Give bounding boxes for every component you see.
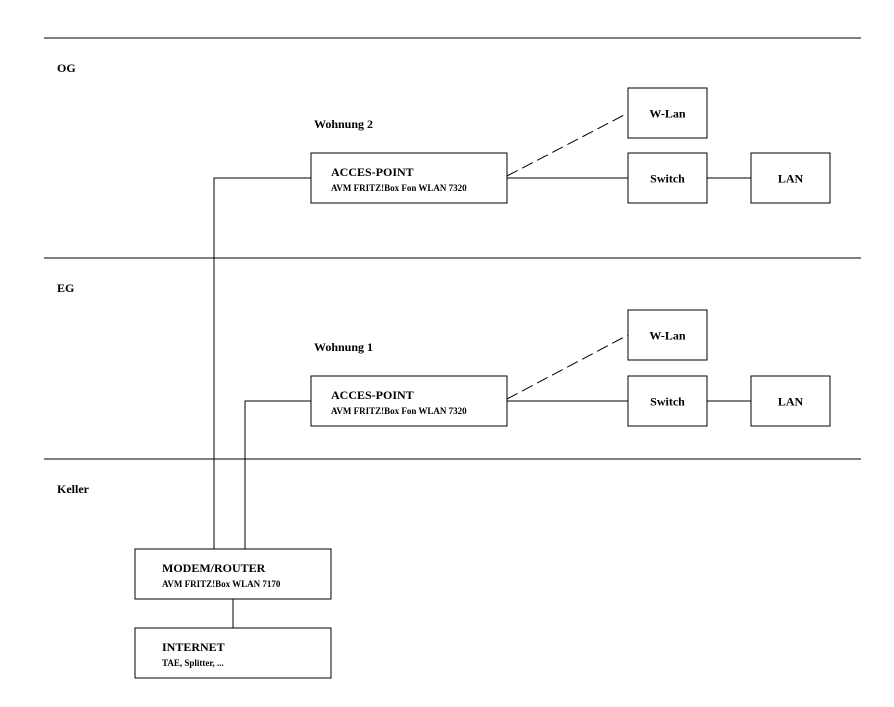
access-point-title: ACCES-POINT (331, 165, 414, 179)
switch-node-wohnung-2: Switch (627, 152, 708, 204)
access-point-model: AVM FRITZ!Box Fon WLAN 7320 (331, 406, 467, 416)
lan-node-wohnung-1: LAN (750, 375, 831, 427)
wireless-link-ap1-wlan (506, 334, 629, 400)
lan-node-wohnung-2: LAN (750, 152, 831, 204)
modem-router-node: MODEM/ROUTER AVM FRITZ!Box WLAN 7170 (134, 548, 332, 600)
cable-router-to-ap1 (244, 400, 311, 549)
access-point-title: ACCES-POINT (331, 388, 414, 402)
modem-router-title: MODEM/ROUTER (162, 561, 266, 575)
wlan-label: W-Lan (649, 329, 686, 343)
floor-label-eg: EG (57, 281, 74, 295)
wlan-node-wohnung-2: W-Lan (627, 87, 708, 139)
switch-node-wohnung-1: Switch (627, 375, 708, 427)
access-point-wohnung-2: ACCES-POINT AVM FRITZ!Box Fon WLAN 7320 (310, 152, 508, 204)
lan-label: LAN (778, 172, 804, 186)
apartment-label-wohnung-1: Wohnung 1 (314, 340, 373, 354)
access-point-wohnung-1: ACCES-POINT AVM FRITZ!Box Fon WLAN 7320 (310, 375, 508, 427)
floor-label-keller: Keller (57, 482, 90, 496)
lan-label: LAN (778, 395, 804, 409)
switch-label: Switch (650, 395, 685, 409)
wlan-label: W-Lan (649, 107, 686, 121)
wireless-link-ap2-wlan (506, 112, 629, 177)
apartment-label-wohnung-2: Wohnung 2 (314, 117, 373, 131)
access-point-model: AVM FRITZ!Box Fon WLAN 7320 (331, 183, 467, 193)
internet-title: INTERNET (162, 640, 225, 654)
modem-router-model: AVM FRITZ!Box WLAN 7170 (162, 579, 281, 589)
floor-label-og: OG (57, 61, 76, 75)
internet-node: INTERNET TAE, Splitter, ... (134, 627, 332, 679)
switch-label: Switch (650, 172, 685, 186)
internet-details: TAE, Splitter, ... (162, 658, 224, 668)
wlan-node-wohnung-1: W-Lan (627, 309, 708, 361)
cable-router-to-ap2 (213, 177, 311, 549)
